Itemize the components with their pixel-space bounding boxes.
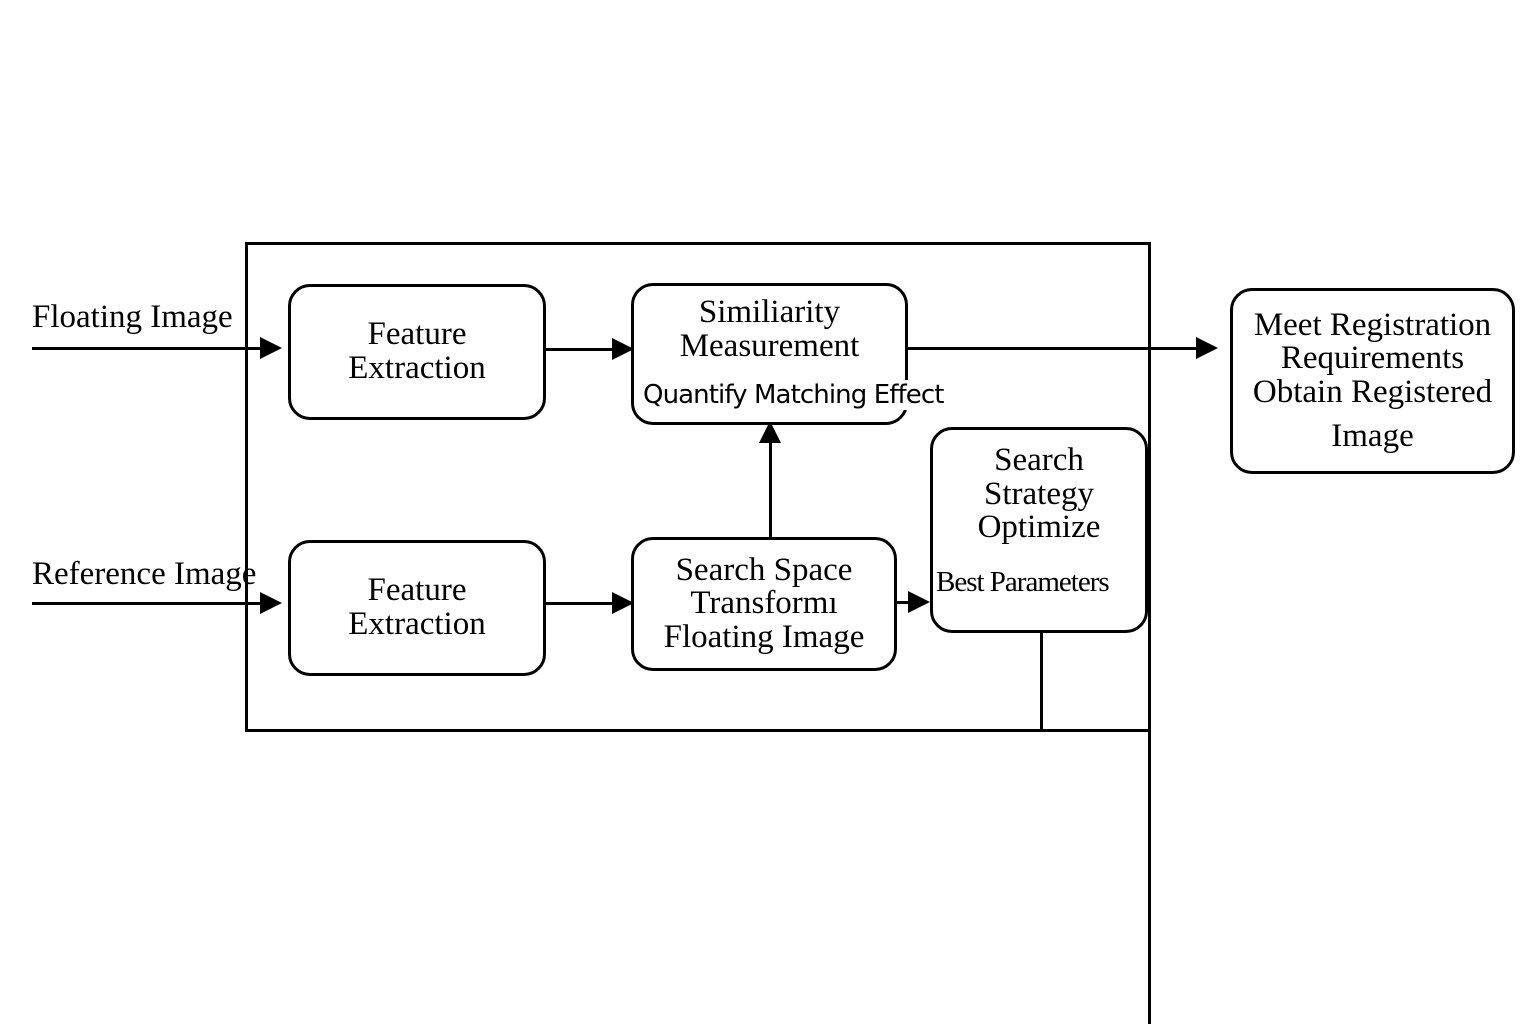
feature-bottom-to-search-space-arrowhead [612, 592, 634, 614]
node-line: Optimize [977, 509, 1101, 546]
search-space-to-similarity-arrowhead [759, 421, 781, 443]
node-line: Similiarity [698, 294, 841, 330]
similarity-measurement-subtitle: Quantify Matching Effect [643, 380, 944, 410]
node-line: Feature [367, 572, 467, 609]
similarity-to-output-line [908, 347, 1210, 350]
node-line: Extraction [348, 350, 486, 386]
floating-image-arrowhead [260, 337, 282, 359]
node-line: Image [1331, 417, 1414, 454]
node-feature-extraction-top[interactable]: Feature Extraction [288, 284, 546, 420]
node-registration-output[interactable]: Meet Registration Requirements Obtain Re… [1230, 288, 1515, 474]
feature-top-to-similarity-line [546, 348, 616, 351]
node-search-strategy[interactable]: Search Strategy Optimize [930, 427, 1148, 633]
node-line: Strategy [984, 475, 1094, 512]
feature-bottom-to-search-space-line [546, 602, 616, 605]
similarity-to-output-arrowhead [1196, 337, 1218, 359]
node-line: Meet Registration [1253, 306, 1492, 343]
search-space-to-similarity-line [769, 440, 772, 538]
node-search-space[interactable]: Search Space Transformı Floating Image [631, 537, 897, 671]
node-feature-extraction-bottom[interactable]: Feature Extraction [288, 540, 546, 676]
search-space-to-strategy-line [897, 601, 915, 604]
node-line: Floating Image [663, 618, 865, 655]
floating-image-label: Floating Image [32, 299, 233, 335]
node-line: Transformı [690, 585, 838, 622]
reference-image-arrow-line [32, 602, 262, 605]
floating-image-arrow-line [32, 347, 262, 350]
search-strategy-subtitle: Best Parameters [936, 566, 1110, 599]
node-line: Requirements [1280, 340, 1465, 377]
search-space-to-strategy-arrowhead [908, 591, 930, 613]
node-line: Search [994, 442, 1084, 478]
node-line: Measurement [679, 327, 860, 364]
node-line: Extraction [348, 606, 486, 642]
reference-image-label: Reference Image [32, 556, 257, 592]
node-line: Search Space [675, 551, 853, 588]
feature-top-to-similarity-arrowhead [612, 338, 634, 360]
node-line: Obtain Registered [1252, 374, 1493, 410]
container-right-extension-line [1148, 242, 1151, 1024]
search-strategy-feedback-vline [1040, 633, 1043, 731]
reference-image-arrowhead [260, 592, 282, 614]
node-line: Feature [367, 316, 467, 353]
